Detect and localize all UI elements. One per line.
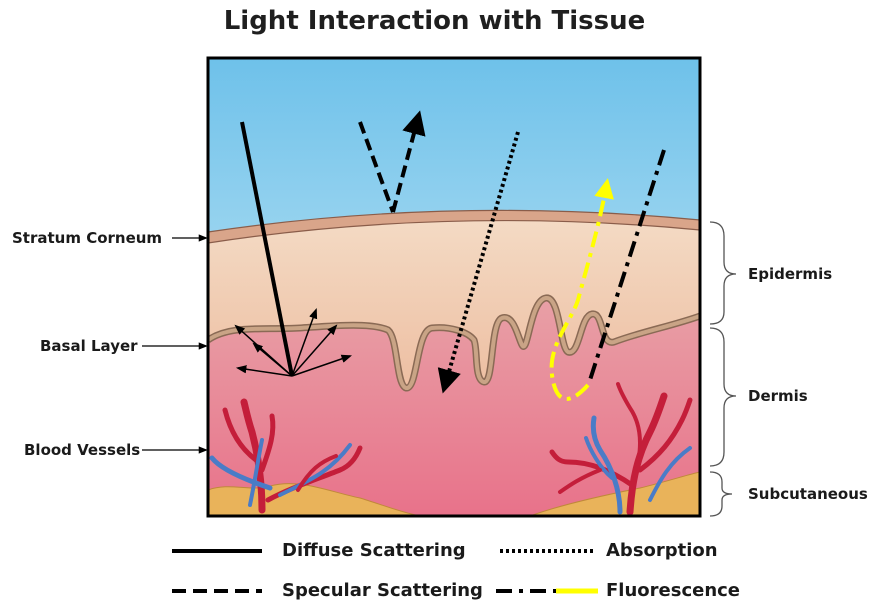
label-blood-vessels: Blood Vessels (24, 441, 140, 459)
tissue-layers (208, 58, 700, 516)
label-epidermis: Epidermis (748, 265, 832, 283)
right-braces (710, 222, 736, 516)
legend-diffuse-scattering: Diffuse Scattering (282, 540, 466, 561)
label-dermis: Dermis (748, 387, 808, 405)
label-subcutaneous: Subcutaneous (748, 485, 868, 503)
legend-absorption: Absorption (606, 540, 718, 561)
label-stratum-corneum: Stratum Corneum (12, 229, 162, 247)
left-pointer-arrows (142, 238, 206, 450)
legend-specular-scattering: Specular Scattering (282, 580, 483, 601)
legend-fluorescence: Fluorescence (606, 580, 740, 601)
label-basal-layer: Basal Layer (40, 337, 138, 355)
